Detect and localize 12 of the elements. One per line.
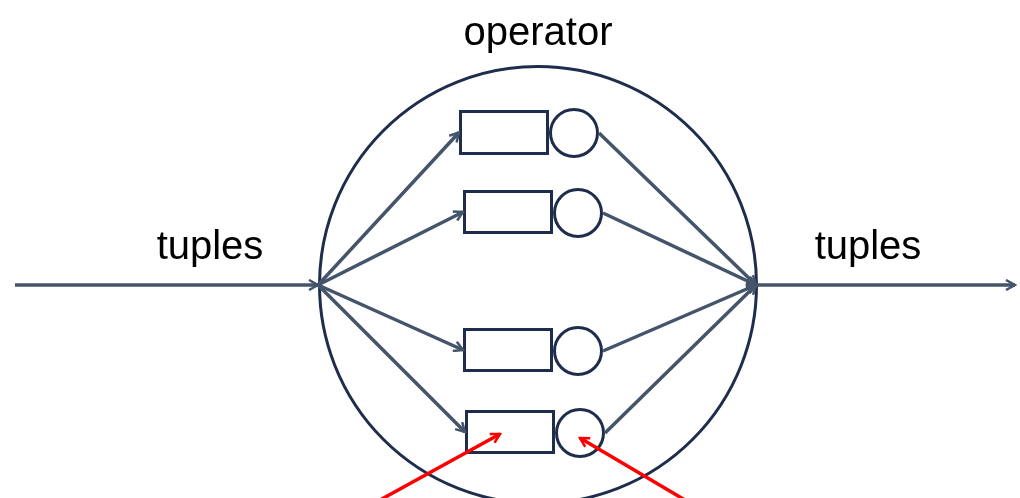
queue-box [459, 110, 549, 155]
arrow [756, 278, 1017, 292]
arrow [316, 131, 461, 287]
arrow [316, 283, 467, 434]
arrow [578, 436, 686, 498]
arrow [603, 283, 758, 435]
arrow [15, 278, 320, 292]
node-heading: operator [462, 8, 614, 55]
queue-box [463, 190, 553, 234]
queue-box [465, 410, 555, 454]
arrow [379, 432, 502, 498]
queue-box [463, 328, 553, 372]
